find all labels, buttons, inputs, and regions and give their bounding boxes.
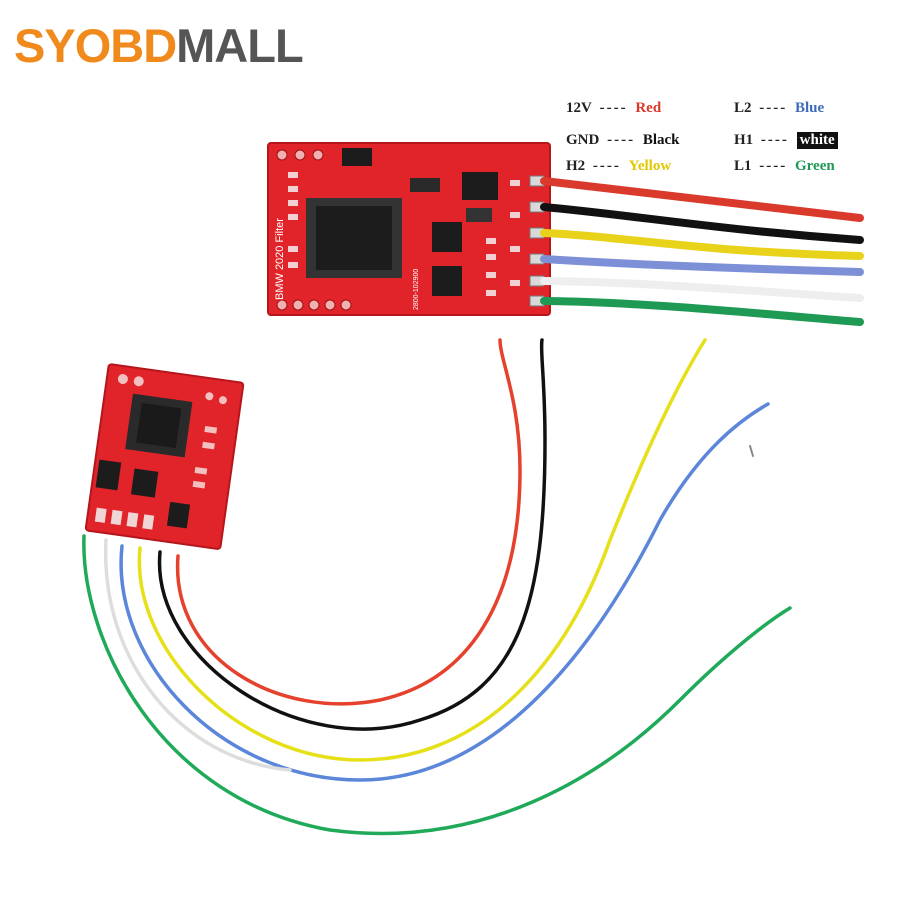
legend-dash: ---- <box>760 132 789 148</box>
brand-logo-part1: SYOBD <box>14 19 177 72</box>
brand-logo-part2: MALL <box>176 19 304 72</box>
legend-row-l1: L1 ---- Green <box>734 158 835 175</box>
legend-row-h1: H1 ---- white <box>734 132 838 149</box>
legend-pin: L1 <box>734 158 752 174</box>
legend-color-name: white <box>796 132 838 149</box>
legend-row-gnd: GND ---- Black <box>566 132 680 149</box>
small-board <box>84 363 245 550</box>
small-board-wires <box>82 338 792 836</box>
legend-pin: L2 <box>734 100 752 116</box>
wire-black-top <box>540 203 864 244</box>
board-model-text: BMW 2020 Filter <box>274 218 286 300</box>
legend-pin: 12V <box>566 100 592 116</box>
top-board-wires <box>540 177 864 326</box>
wire-yellow-top <box>540 229 864 260</box>
top-board: BMW 2020 Filter 2800-102900 <box>267 142 551 316</box>
legend-dash: ---- <box>759 158 788 174</box>
legend-pin: H1 <box>734 132 754 148</box>
legend-color-name: Black <box>642 132 680 148</box>
legend-color-name: Yellow <box>628 158 672 174</box>
legend-dash: ---- <box>599 100 628 116</box>
legend-row-l2: L2 ---- Blue <box>734 100 824 117</box>
legend-color-name: Blue <box>795 100 825 116</box>
wire-yellow <box>137 338 707 762</box>
legend-dash: ---- <box>592 158 621 174</box>
board-code-text: 2800-102900 <box>413 269 420 310</box>
wire-green <box>82 534 792 836</box>
legend-row-h2: H2 ---- Yellow <box>566 158 671 175</box>
legend-pin: GND <box>566 132 600 148</box>
legend-dash: ---- <box>759 100 788 116</box>
wire-blue <box>119 402 770 782</box>
wire-white-top <box>540 277 864 302</box>
legend-row-12v: 12V ---- Red <box>566 100 661 117</box>
legend-pin: H2 <box>566 158 586 174</box>
legend-dash: ---- <box>607 132 636 148</box>
wire-green-top <box>540 297 864 326</box>
wire-red <box>175 338 522 706</box>
wire-blue-top <box>540 255 864 276</box>
wire-black <box>157 338 547 731</box>
wire-red-top <box>540 177 864 222</box>
wire-white <box>104 538 292 772</box>
legend-color-name: Green <box>795 158 835 174</box>
brand-logo: SYOBDMALL <box>14 19 304 72</box>
legend-color-name: Red <box>635 100 662 116</box>
mcu-chip <box>306 198 402 278</box>
